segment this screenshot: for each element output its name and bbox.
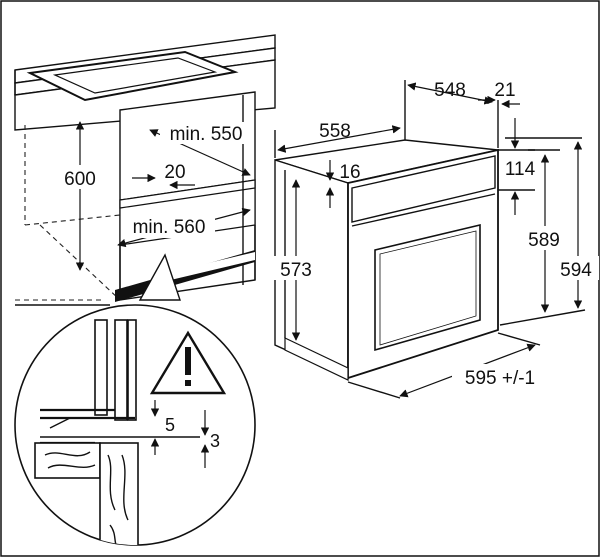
- hob: [26, 50, 239, 102]
- label-min-560: min. 560: [133, 217, 206, 238]
- label-589: 589: [528, 230, 560, 251]
- dim-oven-body-depth: 548: [404, 80, 499, 148]
- label-558: 558: [319, 121, 351, 142]
- dim-cabinet-depth: min. 550: [149, 122, 252, 176]
- label-595: 595 +/-1: [465, 368, 535, 389]
- label-548: 548: [434, 80, 466, 101]
- label-594: 594: [560, 260, 592, 281]
- label-min-550: min. 550: [170, 124, 243, 145]
- label-21: 21: [494, 80, 515, 101]
- dim-panel-height: 114: [498, 118, 536, 215]
- dim-oven-depth: 558: [274, 121, 401, 158]
- dim-oven-height: 589 594: [499, 137, 599, 326]
- dim-vent-gap: 20: [132, 162, 195, 190]
- label-573: 573: [280, 260, 312, 281]
- warning-triangle-icon: [149, 330, 227, 395]
- label-114: 114: [505, 159, 536, 180]
- label-16: 16: [339, 162, 360, 183]
- dim-oven-body-height: 573: [274, 179, 318, 341]
- dim-oven-width: 595 +/-1: [347, 332, 550, 399]
- label-20: 20: [164, 162, 185, 183]
- label-5: 5: [165, 415, 175, 435]
- label-3: 3: [210, 431, 220, 451]
- dim-cabinet-width: min. 560: [117, 207, 251, 248]
- dim-door-thickness: 21: [478, 80, 520, 109]
- detail-callout: 5 3: [14, 253, 256, 546]
- dim-panel-offset: 16: [325, 160, 361, 208]
- label-600: 600: [64, 169, 96, 190]
- dim-cabinet-height: 600: [58, 121, 102, 271]
